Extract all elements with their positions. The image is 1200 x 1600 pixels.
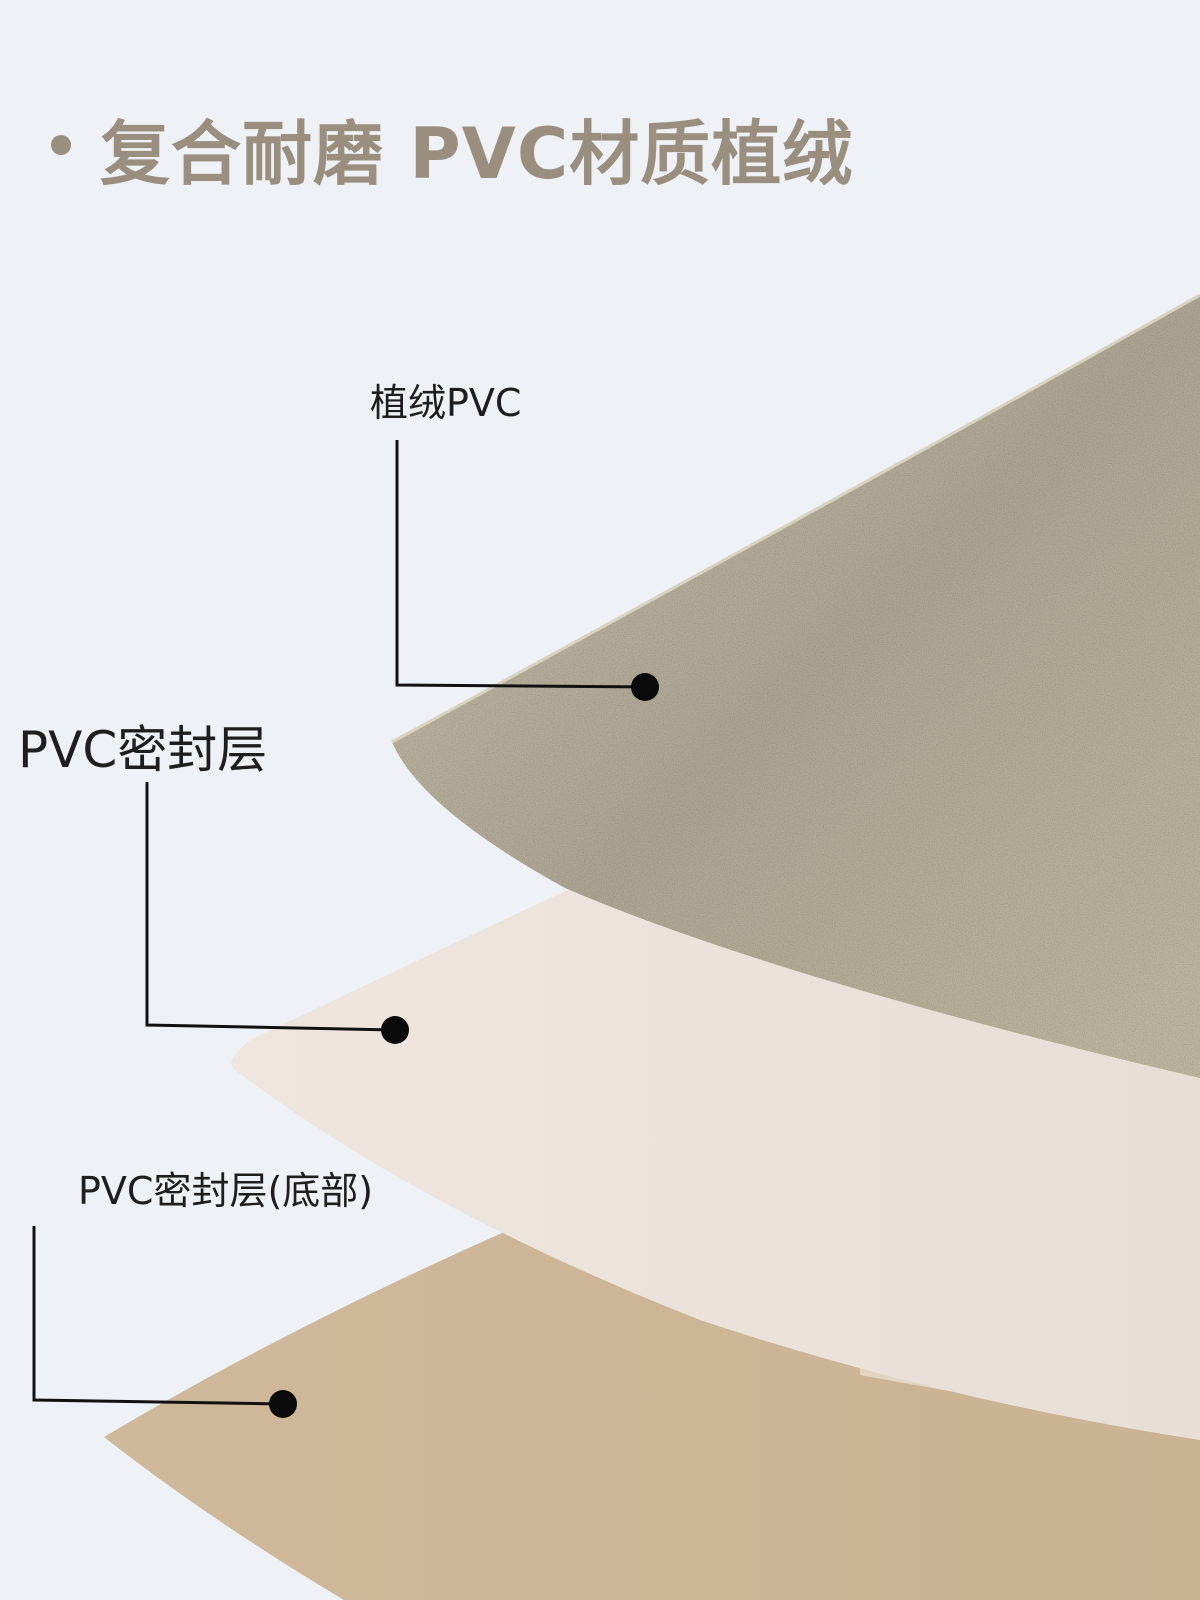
title-bullet: [51, 135, 71, 155]
page-title: 复合耐磨 PVC材质植绒: [100, 113, 854, 195]
label-flocked-pvc: 植绒PVC: [370, 381, 522, 425]
leader-dot-bottom: [269, 1390, 297, 1418]
leader-dot-middle: [381, 1016, 409, 1044]
bottom-seal-layer: [104, 1215, 1200, 1600]
label-pvc-seal-layer-bottom: PVC密封层(底部): [78, 1169, 374, 1213]
leader-line-bottom: [32, 1226, 284, 1406]
flocked-pvc-layer: [392, 295, 1200, 1078]
leader-line-middle: [145, 782, 396, 1032]
leader-line-top: [395, 440, 646, 689]
leader-dot-top: [631, 673, 659, 701]
flocked-layer-edge: [391, 293, 1200, 744]
label-pvc-seal-layer: PVC密封层: [18, 721, 268, 779]
